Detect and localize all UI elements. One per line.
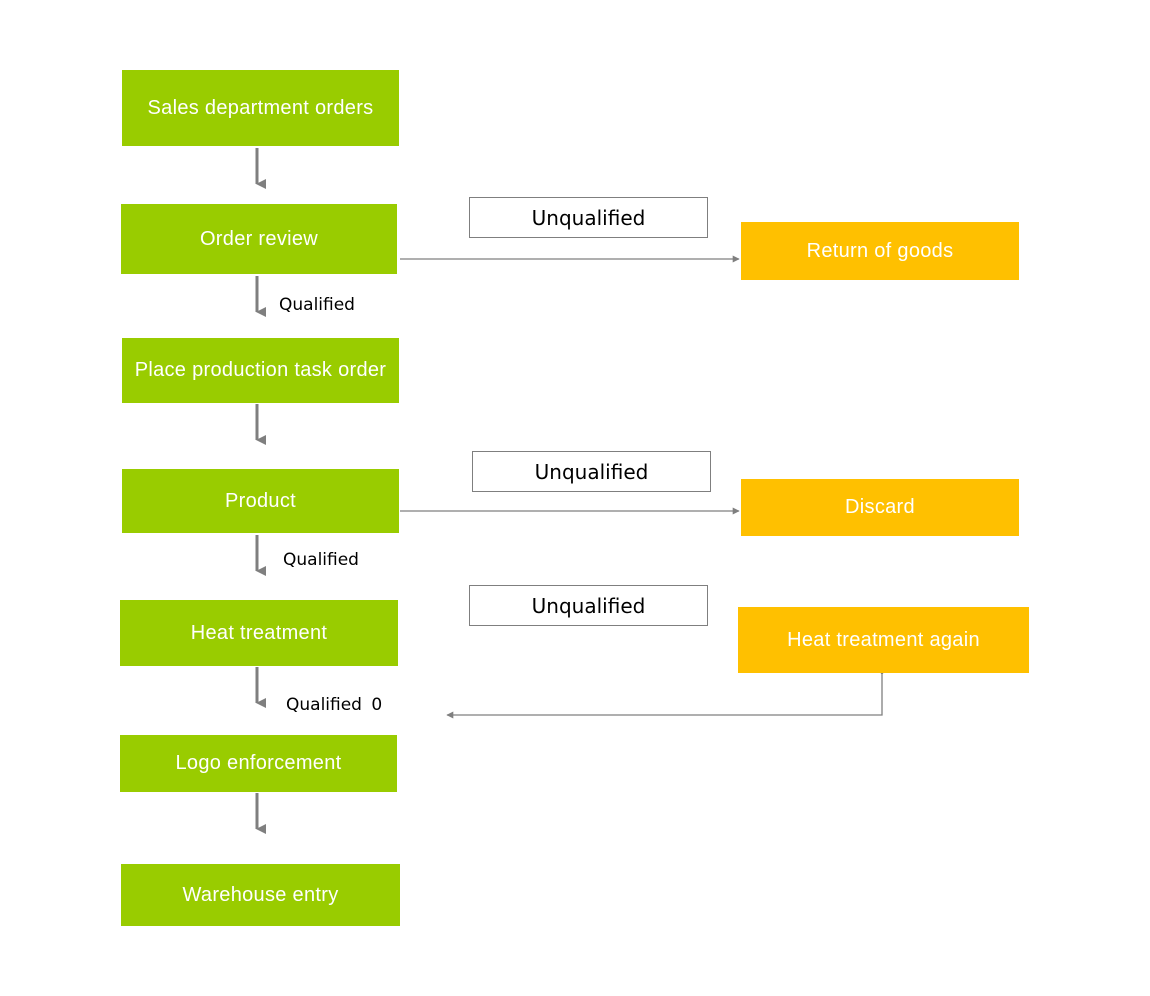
step-logo-enforcement-label: Logo enforcement: [175, 752, 342, 774]
arrow-heat-again-return: [446, 668, 886, 719]
outcome-discard-label: Discard: [845, 496, 915, 518]
label-qualified-review: Qualified: [279, 295, 355, 315]
step-product: Product: [122, 469, 399, 533]
step-logo-enforcement: Logo enforcement: [120, 735, 397, 792]
label-qualified-heat: Qualified 0: [286, 695, 382, 715]
label-qualified-product: Qualified: [283, 550, 359, 570]
label-qualified-heat-suffix: 0: [371, 695, 383, 715]
label-qualified-review-text: Qualified: [279, 295, 355, 315]
outcome-heat-again-label: Heat treatment again: [787, 628, 980, 651]
step-sales-orders: Sales department orders: [122, 70, 399, 146]
outcome-return-goods: Return of goods: [741, 222, 1019, 280]
condition-unqualified-heat: Unqualified: [469, 585, 708, 626]
step-production-task-label: Place production task order: [134, 359, 387, 381]
step-order-review-label: Order review: [199, 227, 319, 250]
step-heat-treatment-label: Heat treatment: [190, 621, 328, 644]
step-production-task: Place production task order: [122, 338, 399, 403]
outcome-discard: Discard: [741, 479, 1019, 536]
label-qualified-product-text: Qualified: [283, 550, 359, 570]
step-warehouse-entry-label: Warehouse entry: [182, 883, 339, 906]
outcome-heat-again: Heat treatment again: [738, 607, 1029, 673]
step-warehouse-entry: Warehouse entry: [121, 864, 400, 926]
step-heat-treatment: Heat treatment: [120, 600, 398, 666]
outcome-return-goods-label: Return of goods: [806, 239, 954, 262]
step-order-review: Order review: [121, 204, 397, 274]
condition-unqualified-review: Unqualified: [469, 197, 708, 238]
condition-unqualified-review-text: Unqualified: [531, 205, 646, 230]
condition-unqualified-heat-text: Unqualified: [531, 593, 646, 618]
condition-unqualified-product: Unqualified: [472, 451, 711, 492]
label-qualified-heat-text: Qualified: [286, 695, 362, 715]
step-product-label: Product: [224, 489, 297, 512]
condition-unqualified-product-text: Unqualified: [534, 459, 649, 484]
step-sales-orders-label: Sales department orders: [147, 96, 374, 119]
